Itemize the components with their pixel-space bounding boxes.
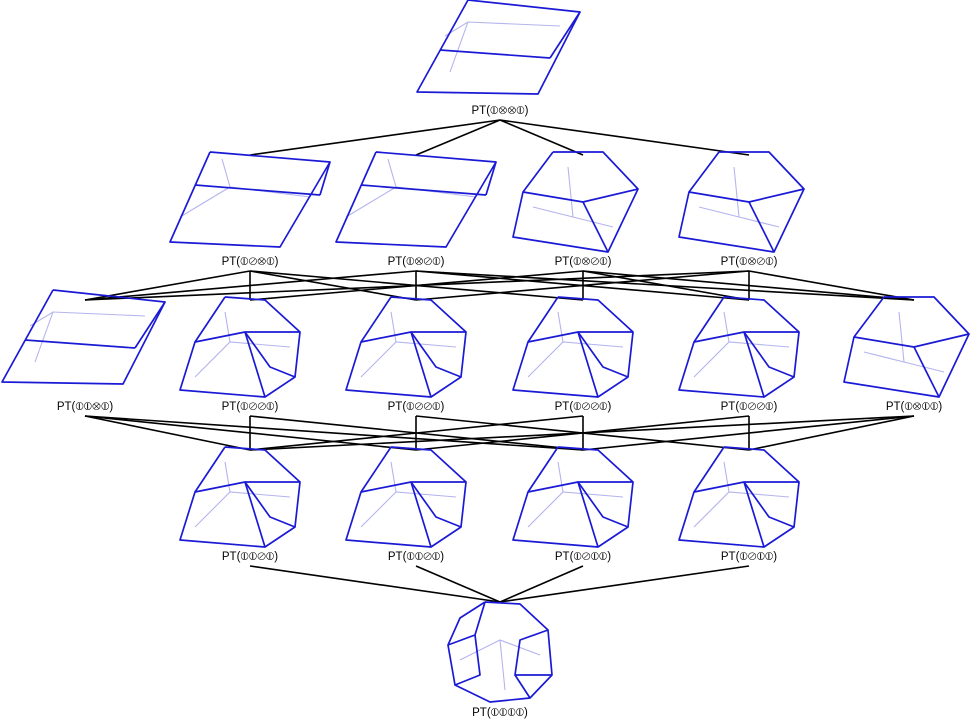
cover-edge-n2a-n3a (84, 415, 251, 451)
cover-edge-n2d-n3a (249, 415, 584, 451)
polytope-drawing-truncated (678, 446, 800, 548)
polytope-node-n3d: PT(⦶⊘⦶⦶) (678, 446, 800, 563)
polytope-drawing-truncated (179, 446, 301, 548)
cover-edge-n1d-n2c (415, 270, 750, 301)
polytope-label: PT(⦶⊗⊘⦶) (721, 256, 778, 268)
cover-edge-n3a-n4 (249, 565, 501, 603)
cover-relations (84, 119, 915, 603)
polytope-drawing-hex-prism-tall (678, 151, 805, 253)
cover-edge-n2f-n3c (582, 415, 915, 451)
cover-edge-n3b-n4 (415, 565, 501, 603)
polytope-label: PT(⦶⊗⊘⦶) (555, 256, 612, 268)
polytope-node-n0: PT(⦶⊗⊗⦶) (416, 0, 581, 117)
cover-edge-n2a-n3c (84, 415, 584, 451)
polytope-label: PT(⦶⦶⊘⦶) (388, 551, 444, 563)
polytope-drawing-truncated (678, 296, 800, 398)
cover-edge-n1a-n2c (249, 270, 417, 301)
polytope-node-n1d: PT(⦶⊗⊘⦶) (678, 151, 805, 268)
polytope-drawing-truncated (512, 296, 634, 398)
polytope-node-n1a: PT(⦶⊘⊗⦶) (169, 151, 331, 268)
polytope-drawing-hex-prism-tall (512, 151, 639, 253)
polytope-drawing-parallelepiped (416, 0, 581, 95)
cover-edge-n3d-n4 (499, 565, 750, 603)
polytope-node-n1c: PT(⦶⊗⊘⦶) (512, 151, 639, 268)
polytope-drawing-hex-prism-flat (169, 151, 331, 248)
cover-edge-n0-n1b (415, 119, 501, 156)
polytope-label: PT(⦶⊘⊘⦶) (721, 401, 778, 413)
polytope-label: PT(⦶⊘⊗⦶) (222, 256, 279, 268)
polytope-node-n2a: PT(⦶⦶⊗⦶) (1, 289, 166, 413)
polytope-drawing-truncated (345, 296, 467, 398)
polytope-label: PT(⦶⦶⊗⦶) (57, 401, 114, 413)
cover-edge-n1a-n2a (84, 270, 251, 301)
polytope-drawing-parallelepiped (1, 289, 166, 385)
polytope-label: PT(⦶⊘⊘⦶) (222, 401, 279, 413)
polytope-node-n2f: PT(⦶⊗⦶⦶) (843, 296, 970, 413)
polytope-node-n2c: PT(⦶⊘⊘⦶) (345, 296, 467, 413)
polytope-label: PT(⦶⊗⦶⦶) (886, 401, 943, 413)
polytope-drawing-hex-prism-tall (843, 296, 970, 398)
polytope-node-n3a: PT(⦶⦶⊘⦶) (179, 446, 301, 563)
cover-edge-n1d-n2f (748, 270, 915, 301)
cover-edge-n3c-n4 (499, 565, 584, 603)
polytope-drawing-hex-prism-flat (335, 151, 497, 248)
polytope-node-n2d: PT(⦶⊘⊘⦶) (512, 296, 634, 413)
polytope-label: PT(⦶⊘⦶⦶) (721, 551, 777, 563)
polytope-label: PT(⦶⊗⊘⦶) (388, 256, 445, 268)
polytope-node-n4: PT(⦶⦶⦶⦶) (447, 601, 553, 719)
polytope-drawing-truncated (179, 296, 301, 398)
polytope-node-n1b: PT(⦶⊗⊘⦶) (335, 151, 497, 268)
cover-edge-n0-n1a (249, 119, 501, 156)
polytope-label: PT(⦶⊘⊘⦶) (555, 401, 612, 413)
polytope-label: PT(⦶⊗⊗⦶) (472, 105, 529, 117)
polytope-label: PT(⦶⊘⦶⦶) (555, 551, 611, 563)
cover-edge-n1d-n2a (84, 270, 750, 301)
cover-edge-n1c-n2e (582, 270, 750, 301)
cover-edge-n1b-n2a (84, 270, 417, 301)
polytope-drawing-permutohedron (447, 601, 553, 703)
cover-edge-n2f-n3d (748, 415, 915, 451)
polytope-node-n2b: PT(⦶⊘⊘⦶) (179, 296, 301, 413)
cover-edge-n0-n1d (499, 119, 750, 156)
polytope-label: PT(⦶⦶⊘⦶) (222, 551, 278, 563)
polytope-node-n2e: PT(⦶⊘⊘⦶) (678, 296, 800, 413)
polytope-drawing-truncated (345, 446, 467, 548)
polytope-drawing-truncated (512, 446, 634, 548)
polytope-node-n3c: PT(⦶⊘⦶⦶) (512, 446, 634, 563)
polytope-node-n3b: PT(⦶⦶⊘⦶) (345, 446, 467, 563)
cover-edge-n2f-n3a (249, 415, 915, 451)
cover-edge-n0-n1c (499, 119, 584, 156)
polytope-label: PT(⦶⊘⊘⦶) (388, 401, 445, 413)
polytope-label: PT(⦶⦶⦶⦶) (472, 707, 528, 719)
